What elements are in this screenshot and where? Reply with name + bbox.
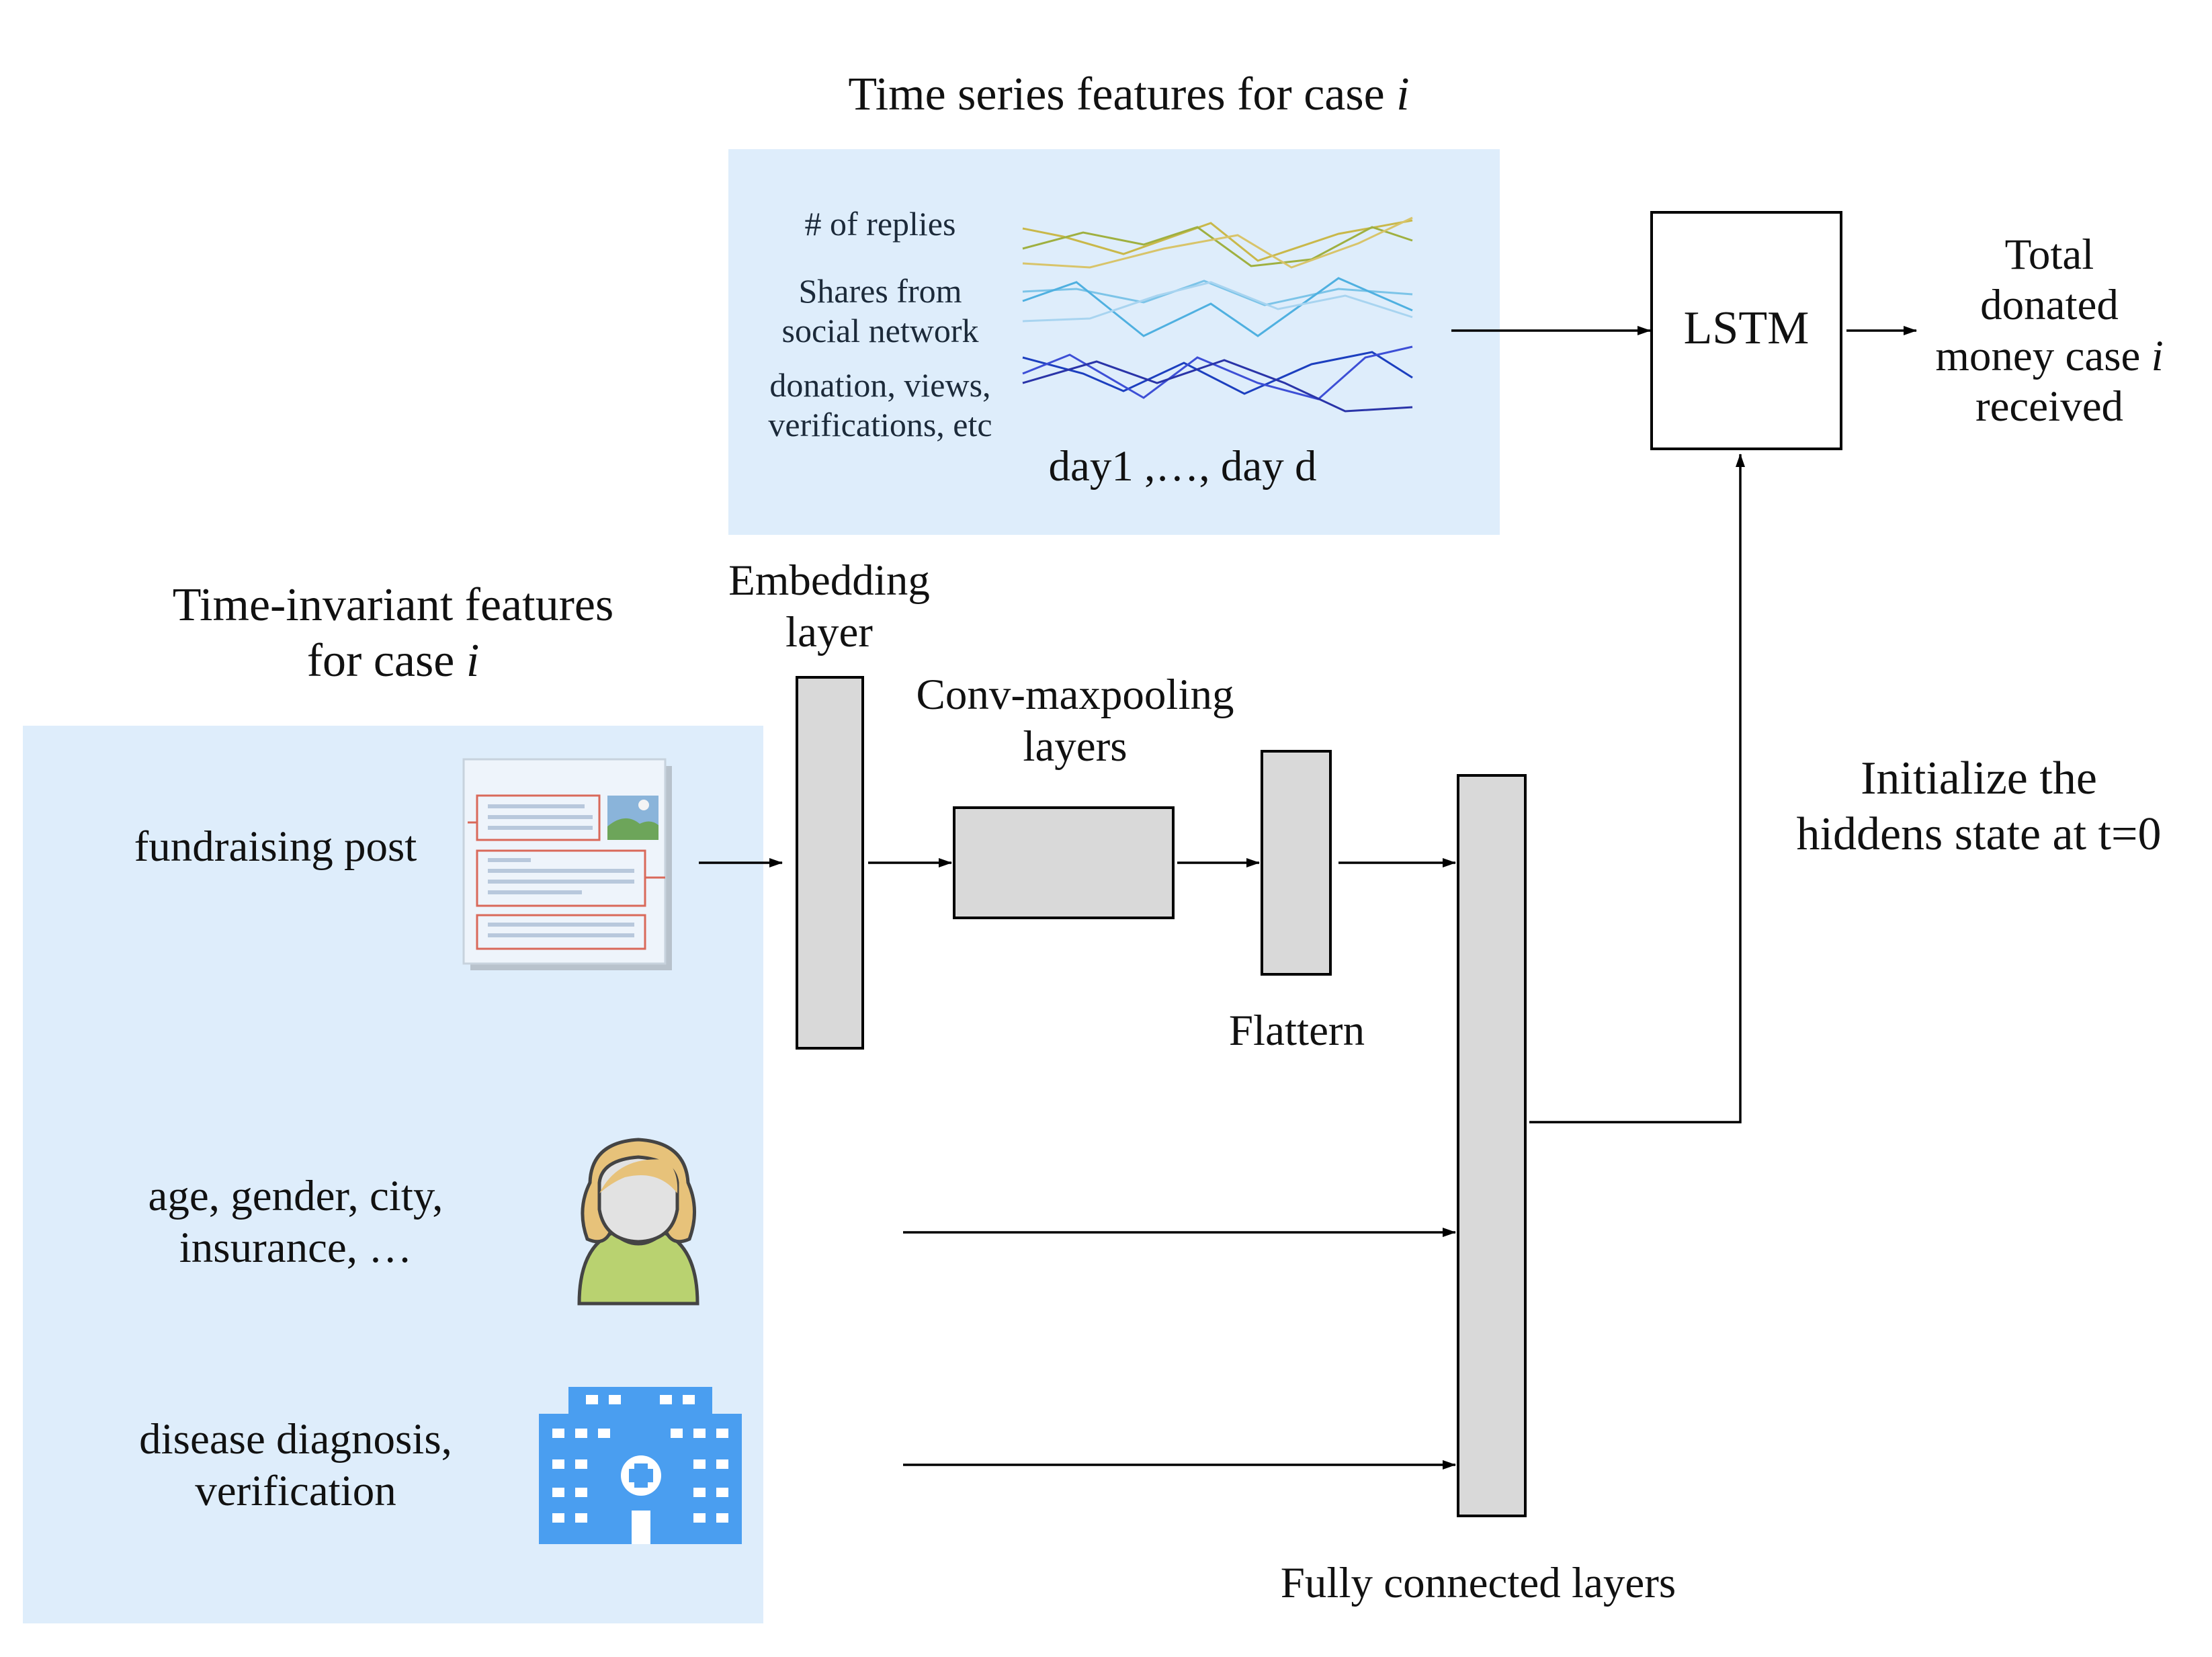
item-disease-line2: verification (195, 1466, 396, 1515)
time-invariant-title: Time-invariant features for case i (101, 578, 685, 689)
lstm-label-text: LSTM (1683, 302, 1810, 354)
arrows (699, 326, 1917, 1470)
time-invariant-title-line1: Time-invariant features (172, 579, 614, 631)
person-icon (577, 1138, 699, 1306)
series-lightblue-1 (1022, 280, 1413, 306)
time-series-title: Time series features for case i (779, 67, 1478, 123)
output-line3-text: money case (1935, 331, 2141, 380)
item-fundraising-post: fundraising post (101, 821, 450, 873)
label-donation-line2: verifications, etc (768, 406, 992, 443)
label-donation-line1: donation, views, (769, 366, 991, 404)
fully-connected-block (1457, 774, 1527, 1517)
time-series-title-var: i (1396, 69, 1410, 120)
conv-maxpooling-line2: layers (1023, 722, 1128, 771)
lstm-box (1650, 211, 1842, 450)
item-fundraising-post-text: fundraising post (134, 822, 417, 871)
init-note: Initialize the hiddens state at t=0 (1760, 751, 2197, 862)
series-yellow-1 (1022, 219, 1413, 262)
time-series-lines (1022, 216, 1413, 413)
output-line3: money case i (1908, 331, 2190, 382)
series-yellow-3 (1022, 216, 1413, 269)
embedding-layer-block (796, 676, 864, 1050)
time-series-panel (728, 149, 1500, 535)
time-invariant-title-var: i (466, 634, 480, 687)
init-note-line1: Initialize the (1861, 753, 2097, 804)
label-shares: Shares from social network (753, 271, 1008, 351)
item-demographics: age, gender, city, insurance, … (101, 1171, 491, 1273)
series-darkblue-2 (1022, 345, 1413, 400)
item-demographics-line1: age, gender, city, (148, 1172, 443, 1220)
item-demographics-line2: insurance, … (179, 1223, 413, 1272)
fully-connected-label-text: Fully connected layers (1280, 1559, 1676, 1607)
embedding-layer-line1: Embedding (728, 556, 930, 605)
label-replies: # of replies (753, 204, 1008, 244)
init-note-line2: hiddens state at t=0 (1796, 808, 2162, 860)
conv-maxpooling-block (953, 806, 1175, 919)
flatten-label-text: Flattern (1228, 1007, 1365, 1055)
output-line2: donated (1980, 281, 2119, 330)
output-line3-var: i (2151, 331, 2164, 380)
output-line1: Total (2004, 230, 2094, 279)
flatten-block (1261, 750, 1332, 976)
series-lightblue-3 (1022, 281, 1413, 323)
lstm-label: LSTM (1652, 301, 1841, 357)
time-invariant-title-line2: for case i (101, 634, 685, 689)
hospital-icon (539, 1387, 742, 1544)
item-disease: disease diagnosis, verification (101, 1414, 491, 1517)
item-disease-line1: disease diagnosis, (139, 1415, 452, 1463)
label-shares-line2: social network (781, 312, 979, 349)
document-icon (462, 758, 672, 970)
day-range-label: day1 ,…, day d (1008, 441, 1357, 493)
label-donation: donation, views, verifications, etc (753, 366, 1008, 445)
day-range-text: day1 ,…, day d (1048, 442, 1317, 491)
fully-connected-label: Fully connected layers (1216, 1558, 1740, 1609)
series-yellow-2 (1022, 226, 1413, 267)
series-lightblue-2 (1022, 277, 1413, 337)
series-darkblue-3 (1022, 359, 1413, 413)
label-replies-text: # of replies (804, 205, 956, 243)
output-line4: received (1975, 382, 2124, 431)
series-darkblue-1 (1022, 351, 1413, 395)
embedding-layer-line2: layer (785, 607, 873, 656)
time-invariant-title-line2-text: for case (306, 634, 455, 687)
arrow-fc-to-lstm (1529, 454, 1745, 1123)
flatten-label: Flattern (1183, 1005, 1411, 1057)
embedding-layer-label: Embedding layer (695, 555, 964, 658)
output-label: Total donated money case i received (1908, 230, 2190, 433)
conv-maxpooling-line1: Conv-maxpooling (916, 671, 1234, 719)
conv-maxpooling-label: Conv-maxpooling layers (887, 669, 1263, 772)
time-series-title-text: Time series features for case (848, 69, 1385, 120)
label-shares-line1: Shares from (798, 272, 962, 310)
